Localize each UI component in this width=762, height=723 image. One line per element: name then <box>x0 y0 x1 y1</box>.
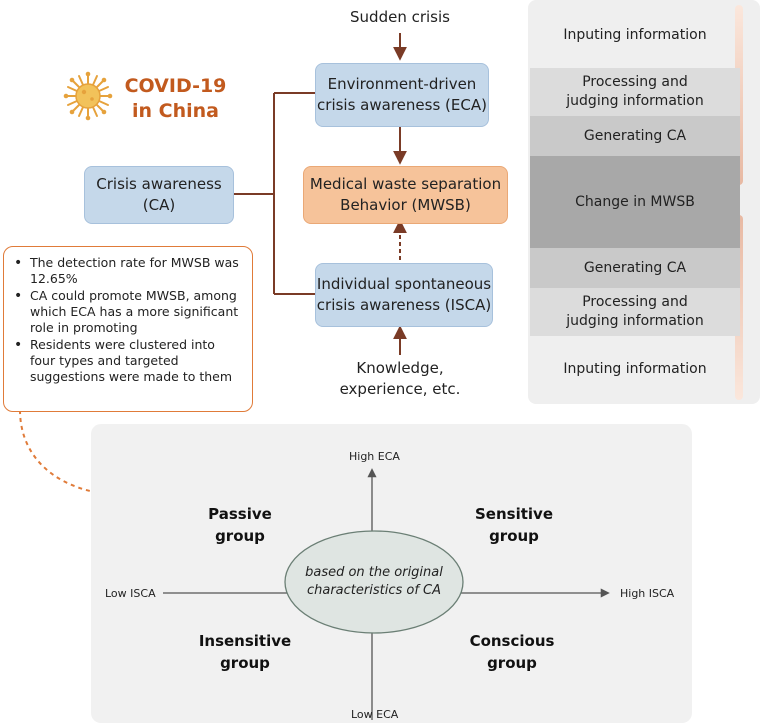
findings-list: The detection rate for MWSB was 12.65% C… <box>12 255 244 385</box>
knowledge-label: Knowledge, experience, etc. <box>330 358 470 400</box>
center-text-line1: based on the original <box>305 565 443 580</box>
isca-box: Individual spontaneous crisis awareness … <box>315 263 493 327</box>
eca-box: Environment-driven crisis awareness (ECA… <box>315 63 489 127</box>
process-step-label: Generating CA <box>583 127 687 144</box>
isca-box-line1: Individual spontaneous <box>316 275 492 293</box>
ca-box: Crisis awareness (CA) <box>84 166 234 224</box>
quadrant-label-line2: group <box>489 527 539 545</box>
quadrant-label-line2: group <box>215 527 265 545</box>
center-ellipse-text: based on the original characteristics of… <box>286 560 462 604</box>
process-step-6: Processing and judging information <box>530 288 740 336</box>
quadrant-label-line1: Sensitive <box>475 505 553 523</box>
quadrant-passive: Passive group <box>190 503 290 547</box>
process-step-label: Processing and judging information <box>566 294 704 329</box>
findings-connector <box>19 409 119 496</box>
virus-icon <box>63 71 113 121</box>
y-axis-high-label: High ECA <box>349 450 400 463</box>
eca-box-line2: crisis awareness (ECA) <box>317 96 487 114</box>
process-step-label: Generating CA <box>583 259 687 276</box>
finding-item: The detection rate for MWSB was 12.65% <box>12 255 244 287</box>
knowledge-line2: experience, etc. <box>339 380 461 398</box>
findings-box: The detection rate for MWSB was 12.65% C… <box>3 246 253 412</box>
process-step-1: Inputing information <box>530 6 740 64</box>
process-step-5: Generating CA <box>530 248 740 288</box>
process-step-7: Inputing information <box>530 340 740 398</box>
quadrant-conscious: Conscious group <box>462 630 562 674</box>
quadrant-label-line2: group <box>220 654 270 672</box>
quadrant-label-line1: Insensitive <box>198 632 292 650</box>
mwsb-box-line2: Behavior (MWSB) <box>340 196 471 214</box>
ca-box-line1: Crisis awareness <box>96 175 222 193</box>
mwsb-box-line1: Medical waste separation <box>309 175 502 193</box>
y-axis-low-label: Low ECA <box>351 708 399 721</box>
process-step-label: Inputing information <box>563 26 707 43</box>
sudden-crisis-label: Sudden crisis <box>350 8 450 26</box>
process-step-label: Processing and judging information <box>566 74 704 109</box>
title-line1: COVID-19 <box>124 75 227 97</box>
main-title: COVID-19 in China <box>118 74 233 124</box>
finding-item: CA could promote MWSB, among which ECA h… <box>12 288 244 336</box>
quadrant-label-line1: Passive <box>208 505 272 523</box>
quadrant-label-line2: group <box>487 654 537 672</box>
x-axis-low-label: Low ISCA <box>105 587 156 600</box>
quadrant-insensitive: Insensitive group <box>190 630 300 674</box>
process-step-label: Change in MWSB <box>575 193 695 210</box>
quadrant-label-line1: Conscious <box>469 632 555 650</box>
eca-box-line1: Environment-driven <box>327 75 477 93</box>
isca-box-line2: crisis awareness (ISCA) <box>316 296 492 314</box>
process-step-2: Processing and judging information <box>530 68 740 116</box>
title-line2: in China <box>132 100 219 122</box>
knowledge-line1: Knowledge, <box>356 359 444 377</box>
quadrant-sensitive: Sensitive group <box>464 503 564 547</box>
ca-box-line2: (CA) <box>142 196 176 214</box>
mwsb-box: Medical waste separation Behavior (MWSB) <box>303 166 508 224</box>
finding-item: Residents were clustered into four types… <box>12 337 244 385</box>
center-text-line2: characteristics of CA <box>306 583 442 598</box>
center-ellipse <box>284 530 464 634</box>
process-step-3: Generating CA <box>530 116 740 156</box>
process-step-label: Inputing information <box>563 360 707 377</box>
x-axis-high-label: High ISCA <box>620 587 675 600</box>
process-step-4: Change in MWSB <box>530 156 740 248</box>
ca-bracket <box>233 92 315 295</box>
